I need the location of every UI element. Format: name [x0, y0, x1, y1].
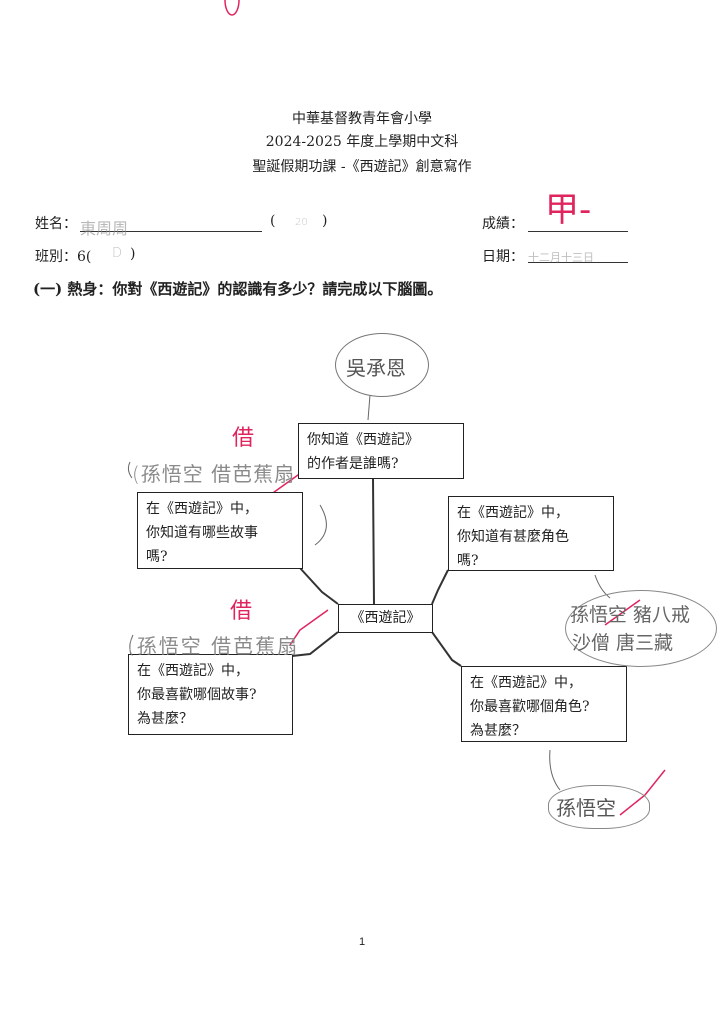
author-q-line2: 的作者是誰嗎? — [307, 456, 399, 472]
grade-label: 成績： — [482, 216, 524, 232]
stories-q-line3: 嗎? — [146, 549, 168, 565]
fav-char-q-line3: 為甚麼？ — [470, 723, 526, 739]
author-question-box: 你知道《西遊記》 的作者是誰嗎? — [298, 423, 464, 479]
answer-stories: (孫悟空 借芭蕉扇 — [132, 462, 296, 486]
name-value: 東周周 — [80, 219, 129, 238]
fav-story-q-line2: 你最喜歡哪個故事? — [137, 687, 257, 703]
answer-fav-char: 孫悟空 — [556, 796, 616, 820]
center-node: 《西遊記》 — [338, 604, 433, 633]
date-label: 日期： — [482, 249, 524, 265]
class-value: D — [112, 246, 123, 261]
stories-question-box: 在《西遊記》中， 你知道有哪些故事 嗎? — [137, 492, 303, 569]
answer-bubble-characters — [565, 590, 717, 667]
characters-q-line1: 在《西遊記》中， — [457, 505, 569, 521]
name-field[interactable]: 東周周 — [80, 215, 262, 238]
number-open: ( — [270, 213, 276, 229]
date-field[interactable]: 十二月十三日 — [528, 246, 628, 264]
fav-story-question-box: 在《西遊記》中， 你最喜歡哪個故事? 為甚麼？ — [128, 654, 293, 735]
answer-characters-line1: 孫悟空 豬八戒 — [570, 604, 691, 626]
answer-bubble-fav-char — [548, 785, 650, 829]
fav-story-q-line3: 為甚麼？ — [137, 711, 193, 727]
fav-story-q-line1: 在《西遊記》中， — [137, 663, 249, 679]
page-number: 1 — [358, 936, 366, 948]
assignment-title: 聖誕假期功課 -《西遊記》創意寫作 — [252, 159, 472, 175]
characters-q-line2: 你知道有甚麼角色 — [457, 529, 569, 545]
name-label: 姓名： — [35, 216, 77, 232]
characters-q-line3: 嗎? — [457, 553, 479, 569]
grade-field[interactable] — [528, 215, 628, 232]
answer-author: 吳承恩 — [346, 356, 406, 380]
stories-q-line2: 你知道有哪些故事 — [146, 525, 258, 541]
fav-char-q-line2: 你最喜歡哪個角色? — [470, 699, 590, 715]
answer-characters-line2: 沙僧 唐三藏 — [572, 632, 674, 654]
fav-char-q-line1: 在《西遊記》中， — [470, 675, 582, 691]
term-title: 2024-2025 年度上學期中文科 — [265, 134, 459, 150]
class-label: 班別：6( — [35, 249, 92, 265]
author-q-line1: 你知道《西遊記》 — [307, 432, 419, 448]
section-heading: (一) 熱身：你對《西遊記》的認識有多少？請完成以下腦圖。 — [33, 280, 443, 298]
fav-character-question-box: 在《西遊記》中， 你最喜歡哪個角色? 為甚麼？ — [461, 666, 627, 742]
grade-value: 甲- — [545, 190, 592, 230]
date-value: 十二月十三日 — [528, 251, 594, 264]
answer-fav-story: (孫悟空 借芭蕉扇 — [127, 634, 300, 658]
school-name: 中華基督教青年會小學 — [292, 111, 432, 127]
number-value: 20 — [295, 217, 308, 228]
answer-bubble-author — [335, 333, 429, 397]
correction-stories: 借 — [232, 426, 255, 451]
number-close: ) — [322, 213, 328, 229]
correction-fav-story: 借 — [230, 599, 253, 624]
characters-question-box: 在《西遊記》中， 你知道有甚麼角色 嗎? — [448, 496, 614, 571]
stories-q-line1: 在《西遊記》中， — [146, 501, 258, 517]
class-close: ) — [130, 246, 136, 262]
